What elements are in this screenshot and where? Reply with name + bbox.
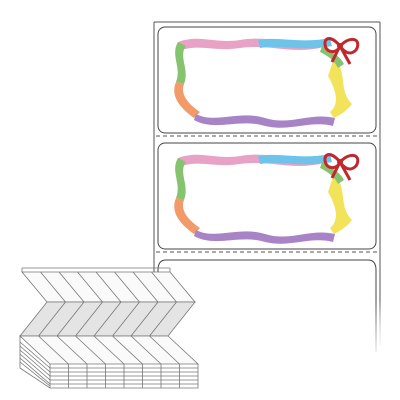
label-2 bbox=[157, 142, 377, 250]
label-3 bbox=[150, 259, 386, 362]
fanfold-middle-panel bbox=[19, 301, 196, 337]
fanfold-stack bbox=[18, 267, 200, 389]
label-1 bbox=[157, 26, 377, 134]
fanfold-bottom-face bbox=[18, 335, 200, 365]
bow-icon bbox=[323, 153, 360, 181]
ribbon-frame-2 bbox=[174, 154, 352, 244]
fanfold-stack-layers bbox=[19, 336, 199, 389]
fanfold-top-panel bbox=[21, 267, 196, 303]
ribbon-frame-1 bbox=[174, 38, 352, 128]
bow-icon bbox=[323, 37, 360, 65]
